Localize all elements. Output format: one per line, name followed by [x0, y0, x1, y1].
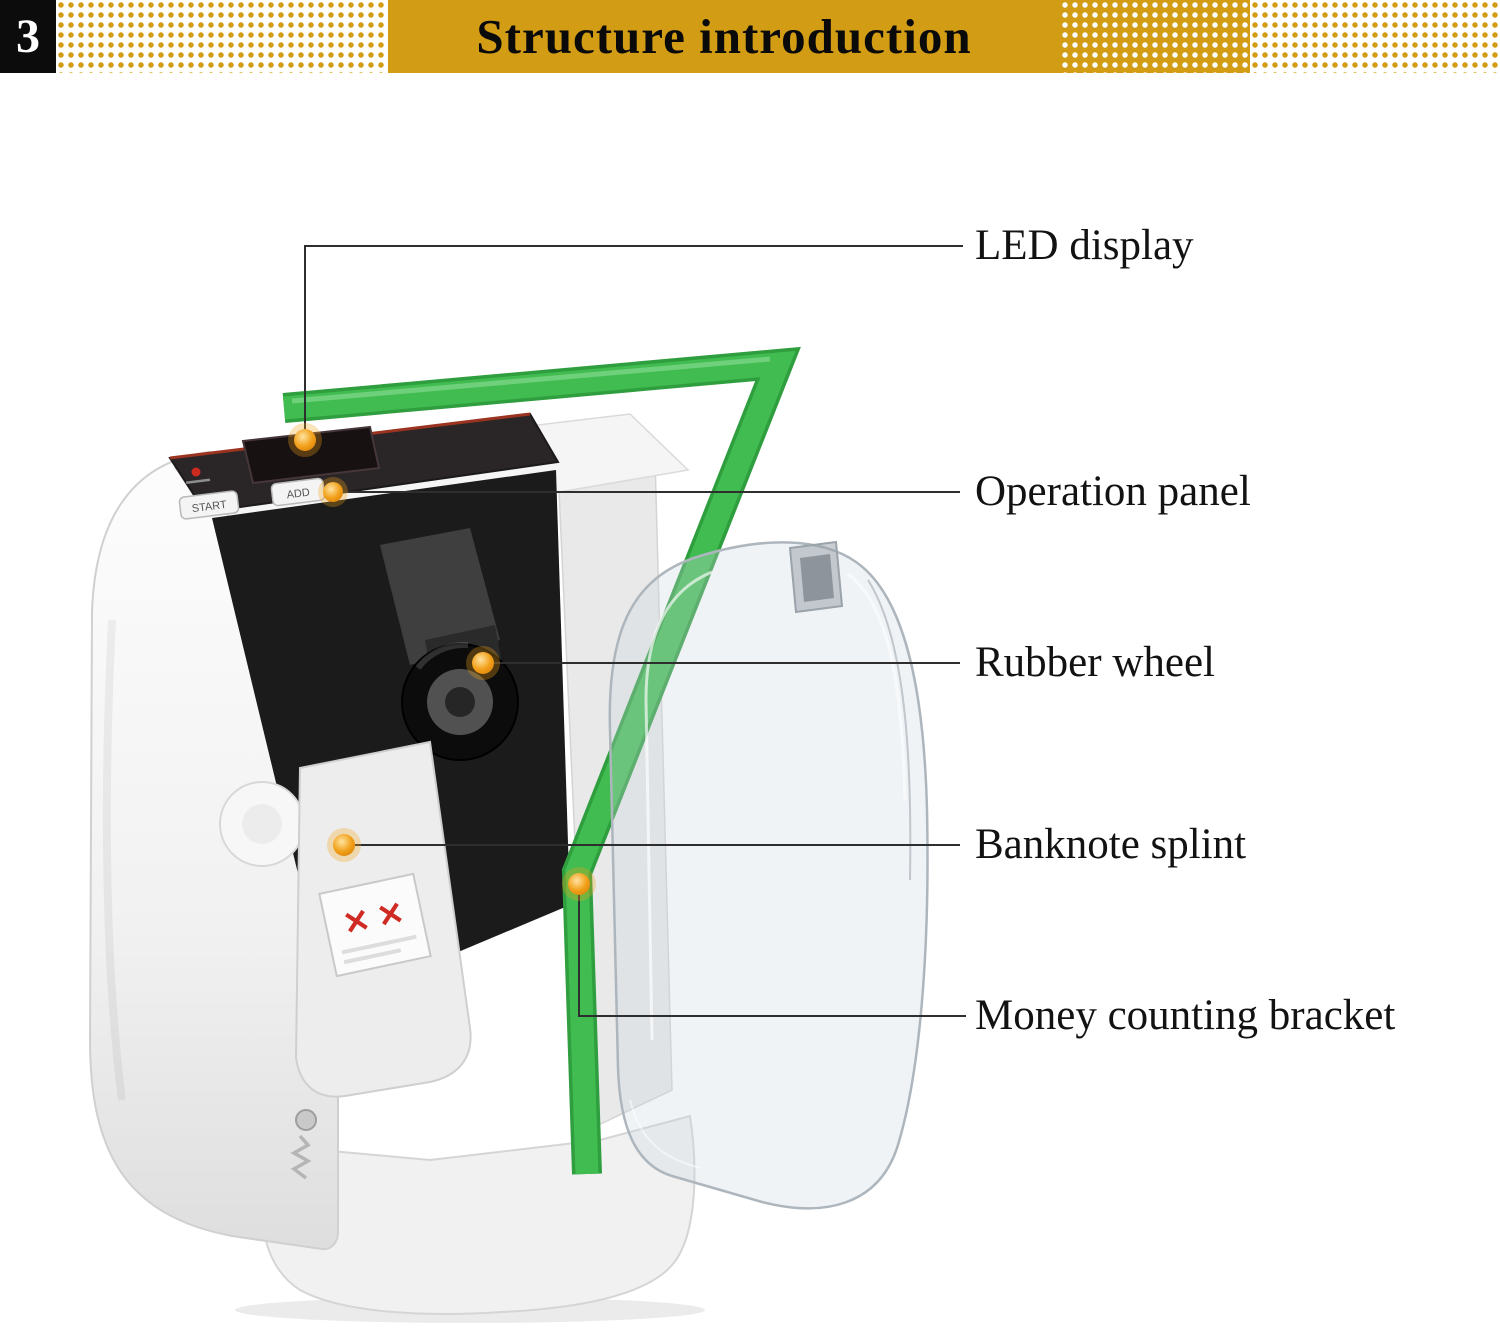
- halftone-pattern-corner: [1250, 0, 1500, 73]
- callout-dot-banknote-splint: [327, 828, 361, 862]
- rubber-wheel: [401, 641, 519, 761]
- callout-dots: [288, 423, 596, 901]
- page-number: 3: [0, 0, 56, 73]
- svg-text:ADD: ADD: [286, 487, 311, 502]
- callout-dot-money-counting-bracket: [562, 867, 596, 901]
- operation-panel: START ADD: [168, 412, 560, 520]
- add-button: ADD: [270, 477, 326, 507]
- callout-dot-rubber-wheel: [466, 646, 500, 680]
- page-title: Structure introduction: [476, 9, 972, 64]
- warning-sticker: ✕ ✕: [318, 872, 432, 978]
- splint-screw: [295, 1109, 317, 1131]
- clear-tray: [608, 540, 929, 1210]
- shell-shading: [102, 619, 126, 1101]
- splint-spring: [290, 1134, 312, 1180]
- splint-roller-hub: [242, 804, 282, 844]
- callout-label-led-display: LED display: [975, 222, 1194, 269]
- callout-label-banknote-splint: Banknote splint: [975, 821, 1247, 868]
- callout-line-money-counting-bracket: [578, 892, 966, 1017]
- callout-label-money-counting-bracket: Money counting bracket: [975, 992, 1396, 1039]
- callout-label-rubber-wheel: Rubber wheel: [975, 639, 1216, 686]
- money-counting-bracket-green: [282, 346, 801, 1175]
- callout-line-led-display: [304, 245, 963, 432]
- callout-lines: [304, 245, 966, 1017]
- callout-dot-operation-panel: [318, 477, 348, 507]
- header-bar: 3 Structure introduction: [0, 0, 1500, 73]
- brand-logo-text: [185, 478, 211, 484]
- halftone-pattern-right: [1060, 0, 1250, 73]
- led-display-window: [241, 425, 381, 485]
- tray-hinge-slot: [800, 554, 834, 602]
- callout-dot-led-display: [288, 423, 322, 457]
- banknote-splint: ✕ ✕: [219, 740, 472, 1180]
- callout-label-operation-panel: Operation panel: [975, 468, 1251, 515]
- svg-text:START: START: [191, 499, 228, 515]
- start-button: START: [178, 490, 240, 520]
- halftone-pattern-left: [56, 0, 388, 73]
- brand-logo-mark: [191, 467, 201, 477]
